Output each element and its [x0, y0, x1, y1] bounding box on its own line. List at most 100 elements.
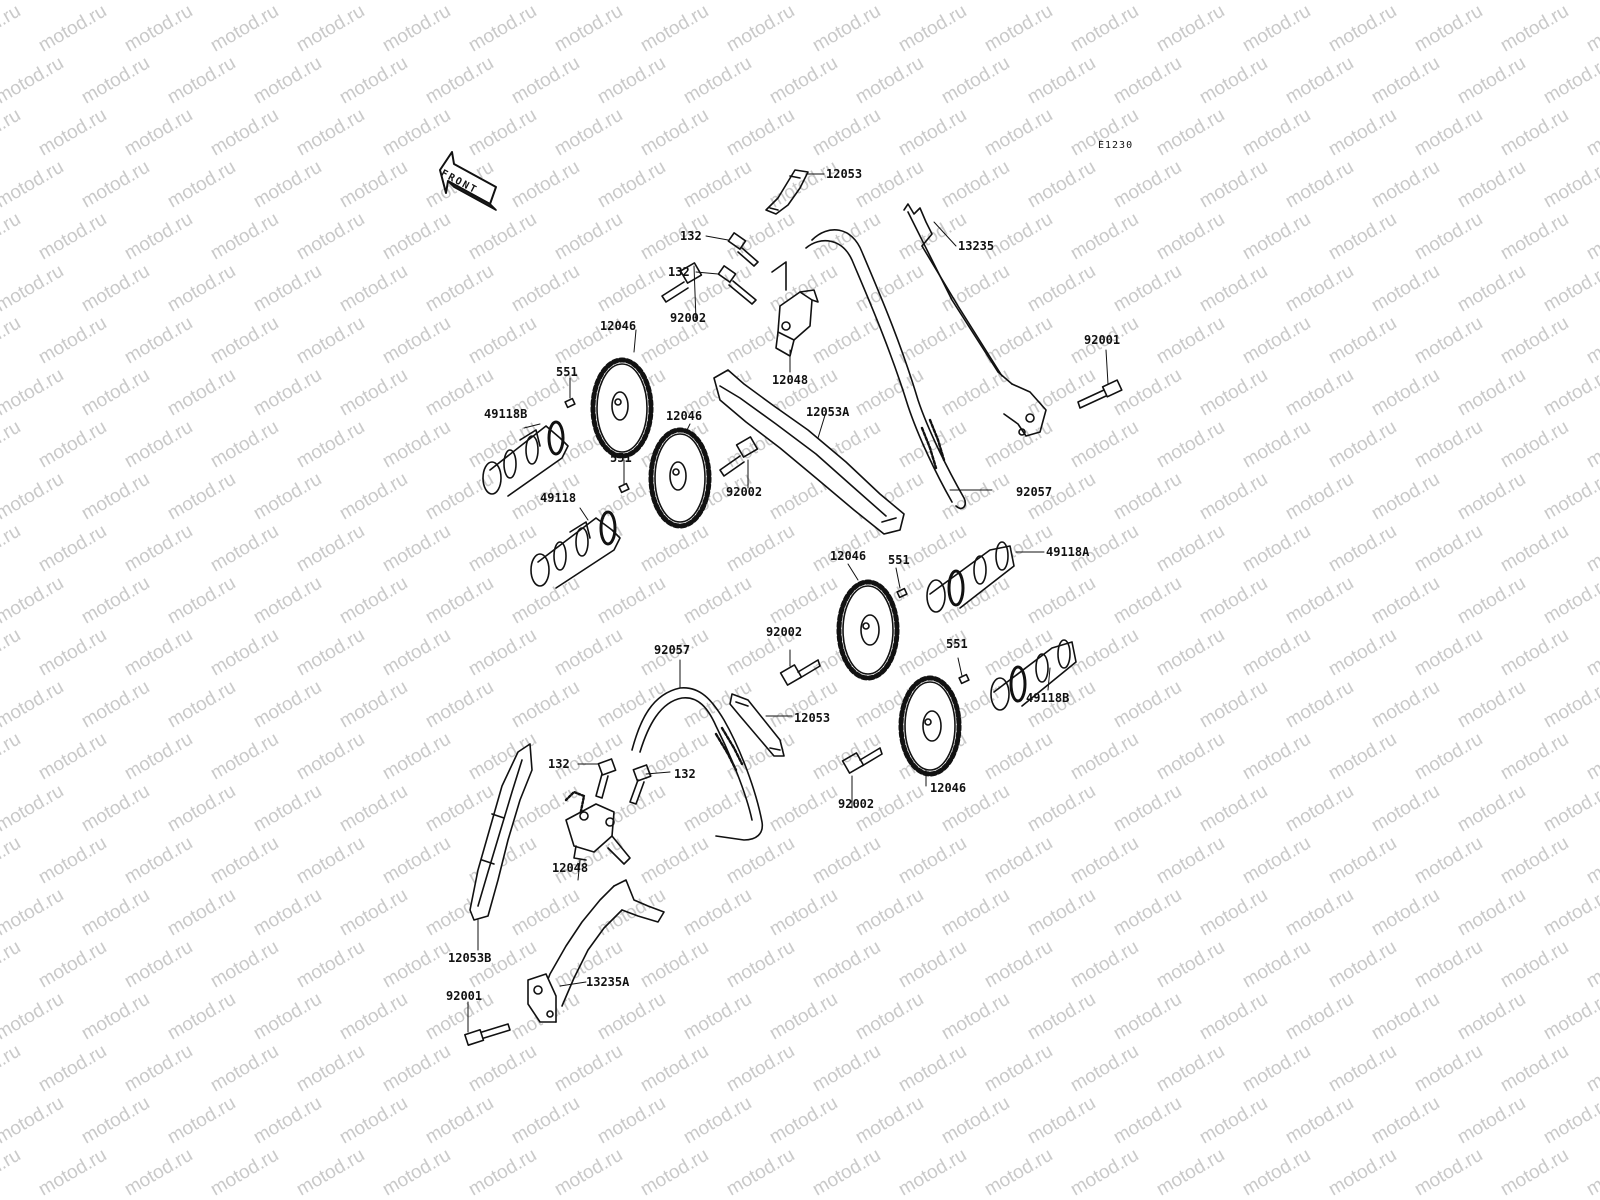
bolt-132-c-icon: [595, 758, 617, 799]
watermark-text: motod.ru: [1196, 0, 1271, 4]
chain-tensioner-12048-bottom-icon: [564, 790, 631, 865]
watermark-text: motod.ru: [0, 1, 24, 57]
watermark-text: motod.ru: [1411, 521, 1486, 577]
watermark-text: motod.ru: [637, 1, 712, 57]
watermark-text: motod.ru: [422, 573, 497, 629]
watermark-text: motod.ru: [1454, 261, 1529, 317]
watermark-text: motod.ru: [551, 209, 626, 265]
watermark-text: motod.ru: [1497, 1145, 1572, 1200]
watermark-text: motod.ru: [508, 677, 583, 733]
watermark-text: motod.ru: [637, 105, 712, 161]
watermark-text: motod.ru: [594, 157, 669, 213]
watermark-text: motod.ru: [379, 105, 454, 161]
watermark-text: motod.ru: [78, 261, 153, 317]
watermark-text: motod.ru: [1540, 677, 1600, 733]
watermark-text: motod.ru: [1583, 105, 1600, 161]
watermark-text: motod.ru: [35, 209, 110, 265]
watermark-text: motod.ru: [78, 365, 153, 421]
watermark-text: motod.ru: [0, 53, 67, 109]
watermark-text: motod.ru: [1583, 625, 1600, 681]
watermark-text: motod.ru: [78, 989, 153, 1045]
watermark-text: motod.ru: [293, 937, 368, 993]
watermark-text: motod.ru: [1454, 573, 1529, 629]
watermark-text: motod.ru: [551, 105, 626, 161]
watermark-text: motod.ru: [1196, 261, 1271, 317]
watermark-text: motod.ru: [164, 781, 239, 837]
watermark-text: motod.ru: [0, 1041, 24, 1097]
watermark-text: motod.ru: [1024, 1093, 1099, 1149]
watermark-text: motod.ru: [250, 573, 325, 629]
watermark-text: motod.ru: [1540, 469, 1600, 525]
watermark-text: motod.ru: [207, 313, 282, 369]
watermark-text: motod.ru: [1153, 521, 1228, 577]
watermark-text: motod.ru: [723, 1, 798, 57]
watermark-text: motod.ru: [809, 833, 884, 889]
watermark-text: motod.ru: [336, 365, 411, 421]
watermark-text: motod.ru: [508, 261, 583, 317]
watermark-text: motod.ru: [637, 937, 712, 993]
watermark-text: motod.ru: [1497, 209, 1572, 265]
watermark-text: motod.ru: [1325, 625, 1400, 681]
watermark-text: motod.ru: [465, 625, 540, 681]
watermark-text: motod.ru: [680, 885, 755, 941]
watermark-text: motod.ru: [766, 989, 841, 1045]
watermark-text: motod.ru: [637, 833, 712, 889]
front-arrow-icon: [439, 151, 497, 211]
watermark-text: motod.ru: [1110, 157, 1185, 213]
chain-guide-12053-bottom-icon: [729, 693, 785, 757]
watermark-text: motod.ru: [379, 313, 454, 369]
watermark-text: motod.ru: [1282, 885, 1357, 941]
watermark-text: motod.ru: [637, 1145, 712, 1200]
watermark-text: motod.ru: [207, 625, 282, 681]
watermark-text: motod.ru: [0, 365, 67, 421]
watermark-text: motod.ru: [1110, 0, 1185, 4]
bolt-92002-c-icon: [779, 659, 821, 686]
watermark-text: motod.ru: [35, 937, 110, 993]
watermark-text: motod.ru: [938, 157, 1013, 213]
watermark-text: motod.ru: [1110, 469, 1185, 525]
watermark-text: motod.ru: [1497, 105, 1572, 161]
watermark-text: motod.ru: [852, 53, 927, 109]
watermark-text: motod.ru: [895, 209, 970, 265]
watermark-text: motod.ru: [1368, 677, 1443, 733]
watermark-text: motod.ru: [895, 313, 970, 369]
watermark-text: motod.ru: [0, 989, 67, 1045]
watermark-text: motod.ru: [0, 885, 67, 941]
cam-chain-92057-top-icon: [805, 229, 967, 510]
watermark-text: motod.ru: [680, 1093, 755, 1149]
callout-49118b-left: 49118B: [484, 407, 528, 421]
watermark-text: motod.ru: [0, 833, 24, 889]
watermark-text: motod.ru: [379, 937, 454, 993]
watermark-text: motod.ru: [164, 989, 239, 1045]
bolt-92001-right-icon: [1077, 379, 1123, 409]
chain-guide-12053a-icon: [713, 369, 905, 535]
callout-92001-right: 92001: [1084, 333, 1121, 347]
watermark-text: motod.ru: [465, 313, 540, 369]
watermark-text: motod.ru: [895, 833, 970, 889]
watermark-text: motod.ru: [1282, 469, 1357, 525]
callout-12046-d: 12046: [930, 781, 967, 795]
watermark-text: motod.ru: [465, 1, 540, 57]
callout-551-b: 551: [610, 451, 632, 465]
watermark-text: motod.ru: [35, 625, 110, 681]
watermark-text: motod.ru: [1110, 989, 1185, 1045]
watermark-text: motod.ru: [1368, 365, 1443, 421]
callout-12053-bottom: 12053: [794, 711, 831, 725]
watermark-text: motod.ru: [35, 417, 110, 473]
watermark-text: motod.ru: [121, 1145, 196, 1200]
watermark-text: motod.ru: [207, 1145, 282, 1200]
chain-guide-13235-icon: [903, 203, 1047, 437]
callout-49118b-right: 49118B: [1026, 691, 1070, 705]
watermark-text: motod.ru: [1239, 209, 1314, 265]
callout-551-a: 551: [556, 365, 578, 379]
watermark-text: motod.ru: [508, 0, 583, 4]
watermark-text: motod.ru: [0, 937, 24, 993]
watermark-text: motod.ru: [809, 105, 884, 161]
watermark-text: motod.ru: [981, 833, 1056, 889]
watermark-text: motod.ru: [1325, 937, 1400, 993]
watermark-text: motod.ru: [1196, 157, 1271, 213]
watermark-text: motod.ru: [1024, 0, 1099, 4]
watermark-text: motod.ru: [809, 209, 884, 265]
watermark-text: motod.ru: [1067, 625, 1142, 681]
